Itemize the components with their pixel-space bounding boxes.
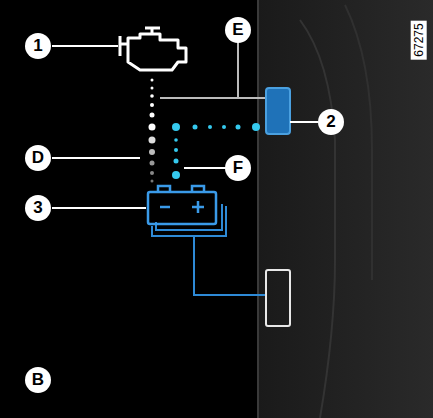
callout-number: 2: [318, 109, 344, 135]
callout-letter: B: [25, 367, 51, 393]
callout-letter: E: [225, 17, 251, 43]
callout-letter: D: [25, 145, 51, 171]
callout-number: 1: [25, 33, 51, 59]
callout-letter: F: [225, 155, 251, 181]
callout-number: 3: [25, 195, 51, 221]
figure-code: 67275: [411, 20, 427, 59]
